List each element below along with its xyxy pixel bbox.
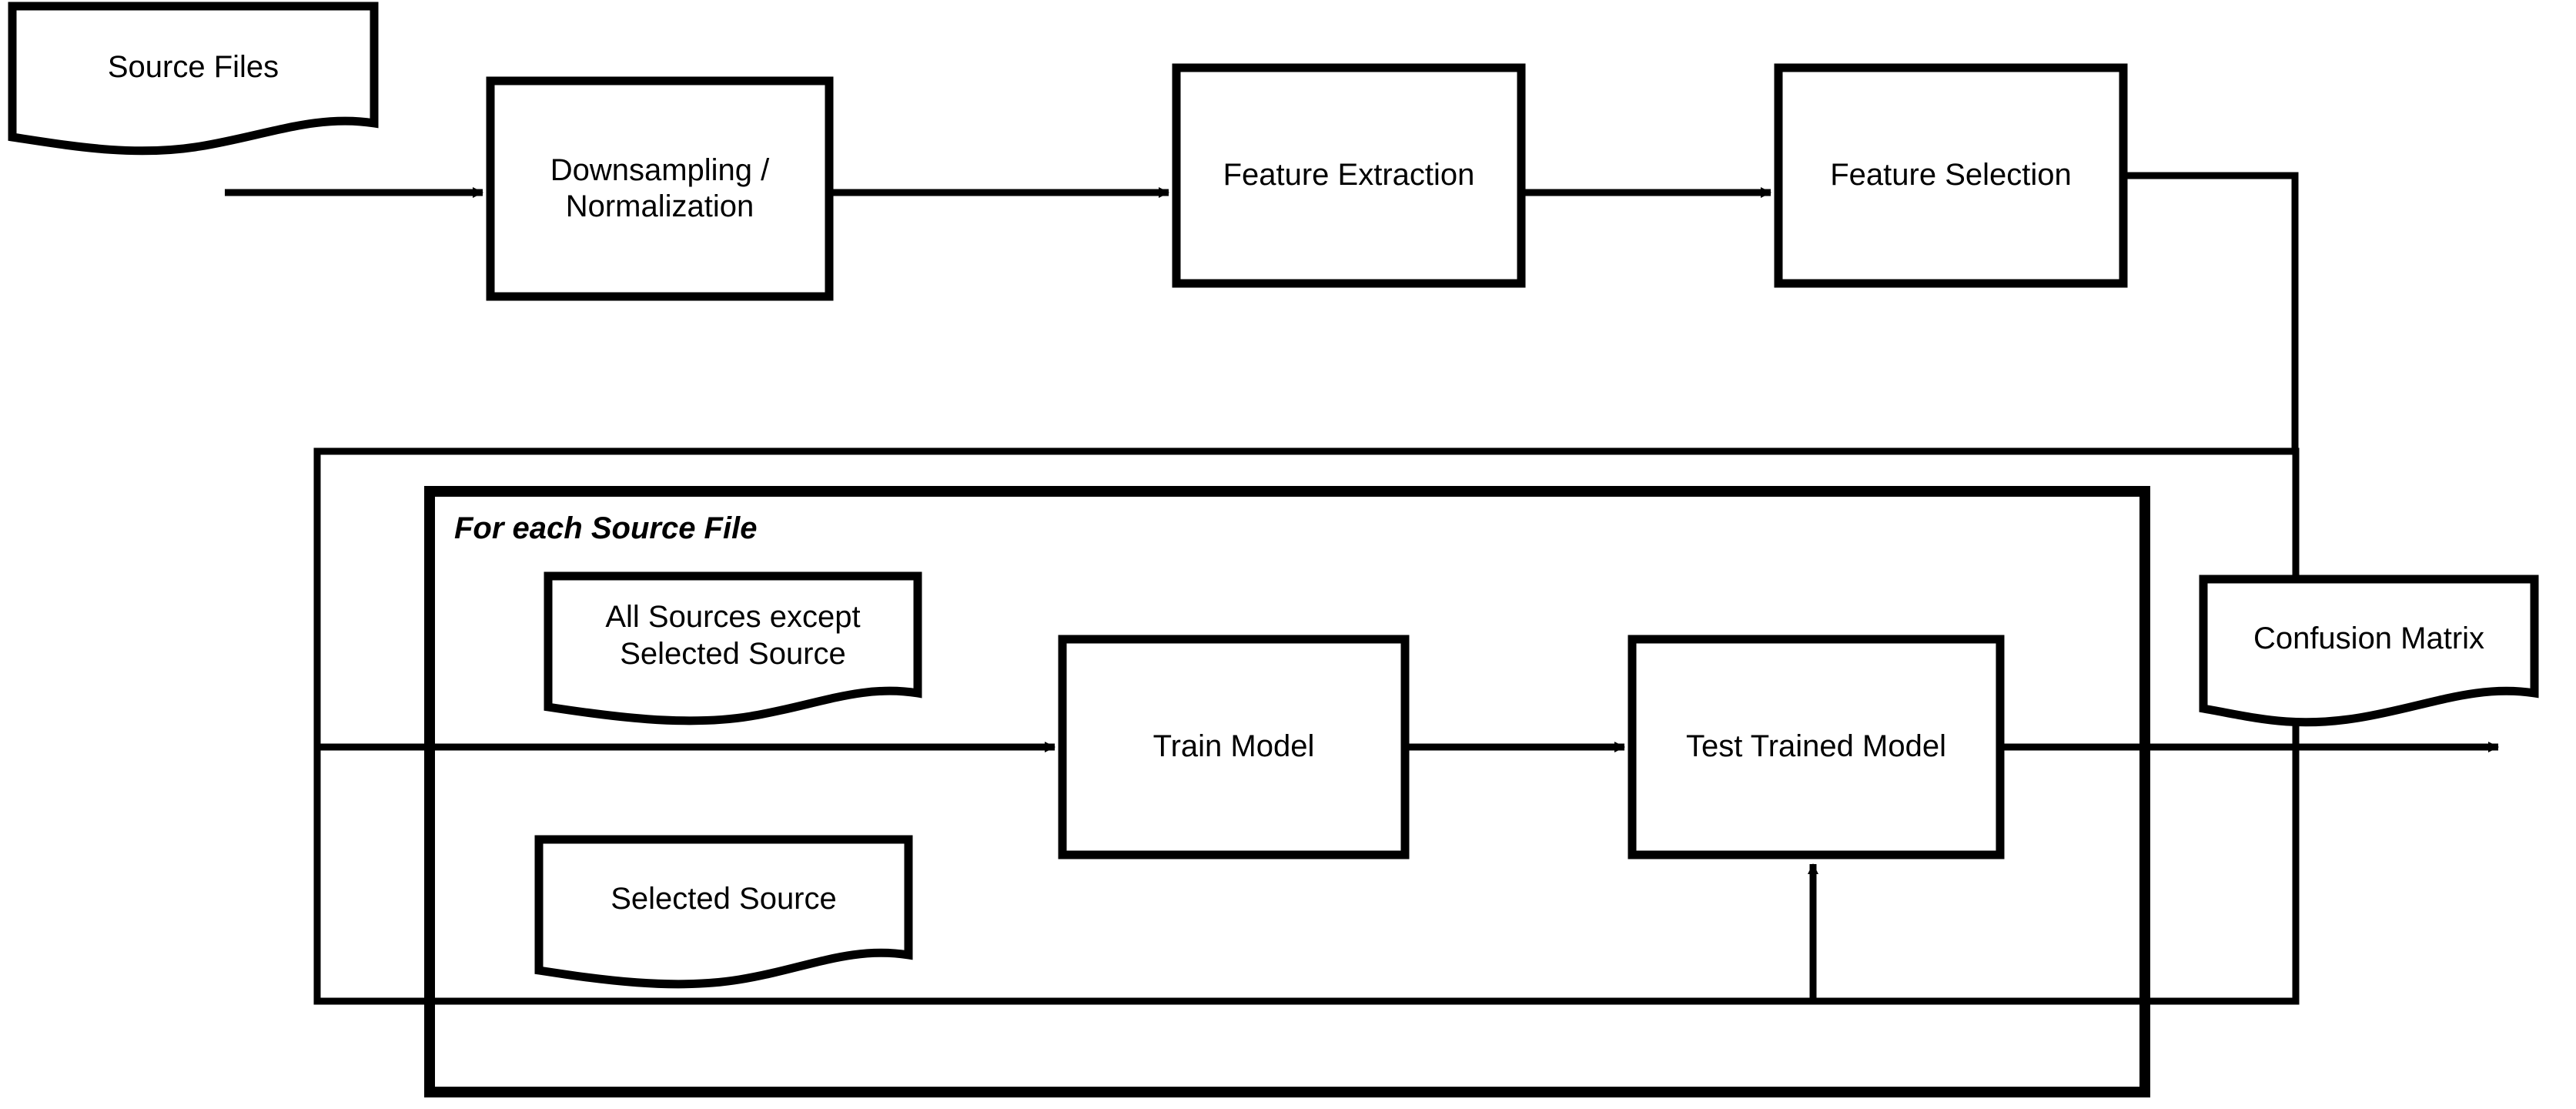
node-feature-extraction[interactable] xyxy=(1172,63,1526,288)
node-downsampling-normalization[interactable] xyxy=(486,76,834,301)
node-selected-source[interactable] xyxy=(534,835,913,989)
edge-selection-to-loop xyxy=(2123,172,2299,453)
hit-selected-source[interactable] xyxy=(539,839,908,990)
node-source-files[interactable] xyxy=(8,2,379,156)
hit-all-sources-except-selected[interactable] xyxy=(548,576,918,722)
hit-downsampling-normalization[interactable] xyxy=(490,81,829,297)
hit-feature-selection[interactable] xyxy=(1778,68,2123,283)
hit-test-trained-model[interactable] xyxy=(1632,639,2000,855)
hit-feature-extraction[interactable] xyxy=(1176,68,1521,283)
hit-train-model[interactable] xyxy=(1062,639,1405,855)
node-all-sources-except-selected[interactable] xyxy=(544,571,922,725)
hit-confusion-matrix[interactable] xyxy=(2203,579,2534,725)
node-confusion-matrix[interactable] xyxy=(2199,575,2539,727)
edge-selectedsource-to-test xyxy=(317,863,1818,1005)
for-each-source-file-container xyxy=(424,486,2150,1097)
node-train-model[interactable] xyxy=(1058,635,1410,859)
node-test-trained-model[interactable] xyxy=(1628,635,2005,859)
hit-source-files[interactable] xyxy=(12,6,374,149)
